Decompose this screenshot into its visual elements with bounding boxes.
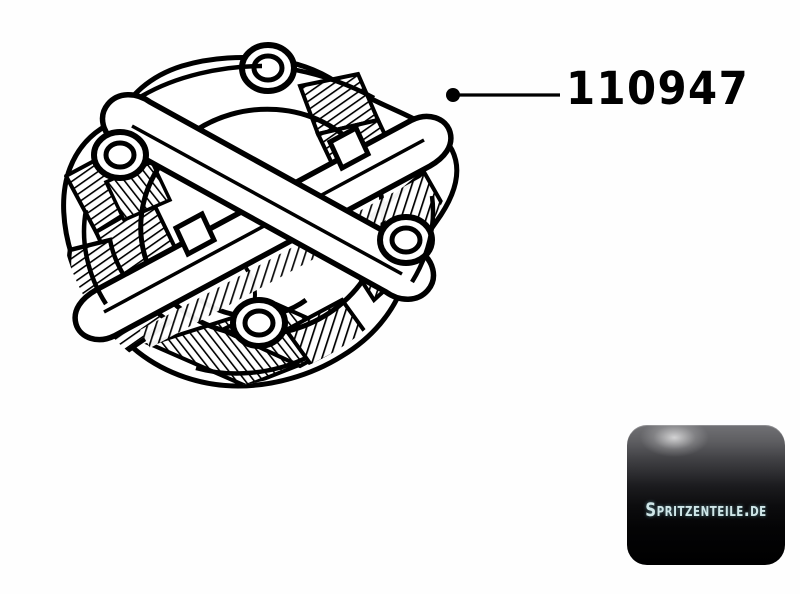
callout-leader: [446, 88, 560, 102]
bolt-boss-left: [91, 129, 149, 181]
bolt-boss-bottom: [230, 297, 288, 349]
logo-gloss-highlight: [627, 425, 785, 487]
brand-logo[interactable]: Spritzenteile.de: [627, 425, 785, 565]
contour-details: [81, 63, 436, 376]
rib-connector-blocks: [172, 124, 372, 258]
rib-upper-diagonal: [99, 92, 437, 302]
part-number-label: 110947: [566, 62, 750, 115]
brand-logo-text: Spritzenteile.de: [645, 499, 767, 522]
bolt-boss-right: [377, 214, 435, 266]
